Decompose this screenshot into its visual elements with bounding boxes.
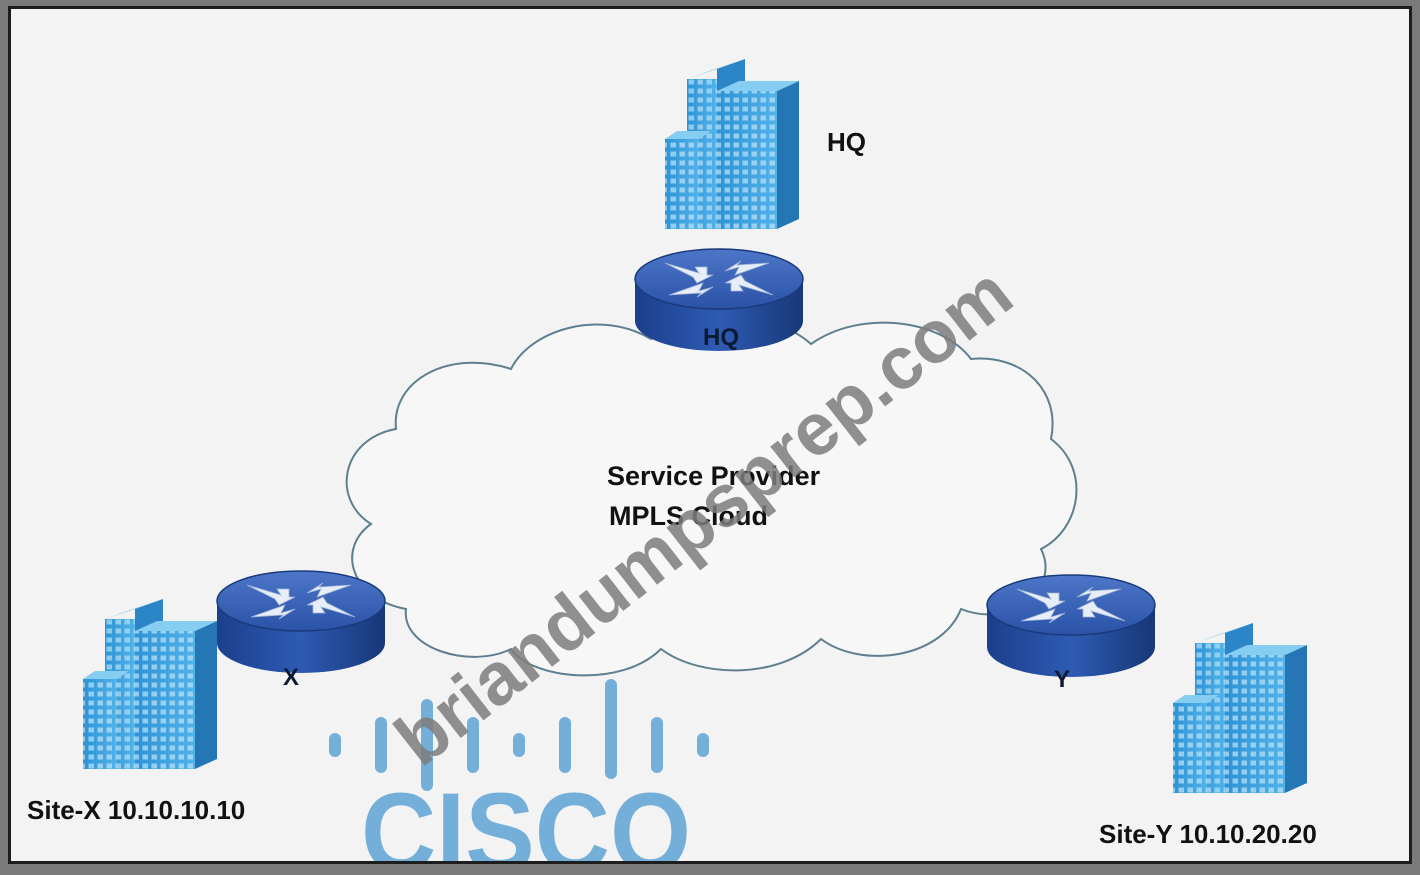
hq-building-icon (665, 59, 799, 229)
cloud-label-line2: MPLS Cloud (609, 501, 768, 531)
cisco-logo-wordmark: CISCO (361, 770, 691, 861)
network-diagram: HQ X Y HQ Service Provider MPLS Cloud Si… (27, 59, 1317, 861)
router-x-label: X (283, 664, 299, 691)
site-x-building-icon (83, 599, 217, 769)
site-y-building-icon (1173, 623, 1307, 793)
router-x-icon (216, 570, 386, 674)
cisco-logo-bars-icon (329, 679, 709, 791)
diagram-canvas: HQ X Y HQ Service Provider MPLS Cloud Si… (8, 6, 1412, 864)
site-y-label: Site-Y 10.10.20.20 (1099, 819, 1317, 849)
cloud-label-line1: Service Provider (607, 461, 821, 491)
router-y-icon (986, 574, 1156, 678)
router-y-label: Y (1054, 666, 1070, 693)
site-x-label: Site-X 10.10.10.10 (27, 795, 245, 825)
hq-site-label: HQ (827, 127, 866, 157)
hq-router-label: HQ (703, 324, 739, 351)
